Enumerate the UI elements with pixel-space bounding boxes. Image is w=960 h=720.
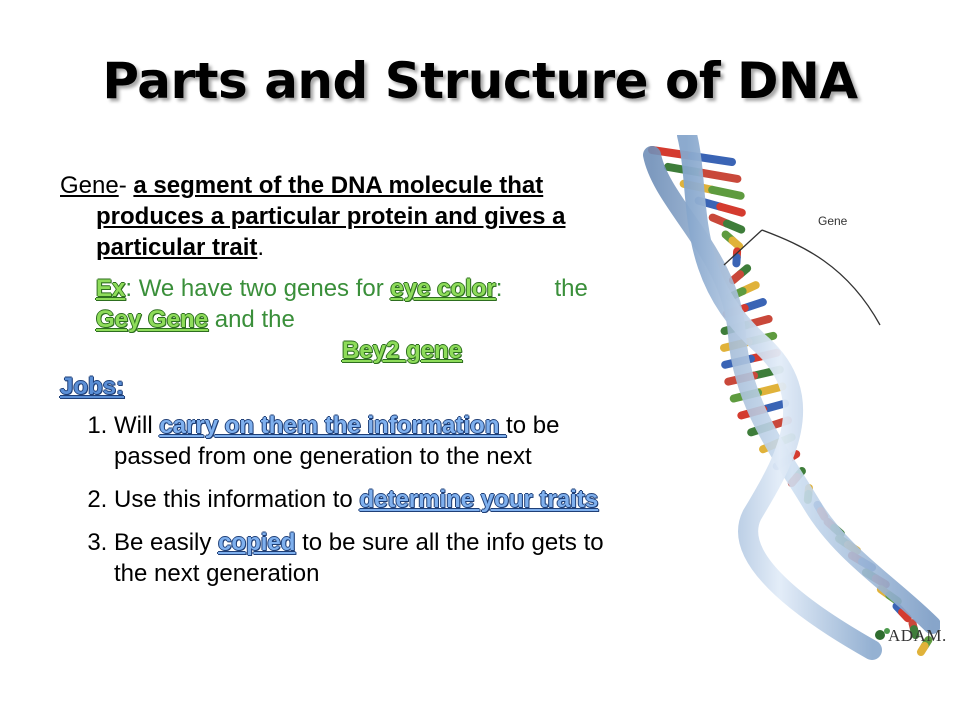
job-highlight: determine your traits bbox=[359, 486, 599, 513]
base-pair-half bbox=[754, 382, 787, 397]
ex-and-the: and the bbox=[208, 306, 295, 333]
ex-the: the bbox=[554, 275, 588, 302]
gene-definition-paragraph: Gene- a segment of the DNA molecule that… bbox=[60, 170, 620, 263]
job-text: to be passed from one generation to the … bbox=[114, 412, 560, 470]
bey2-gene-term: Bey2 gene bbox=[342, 337, 463, 364]
base-pair-half bbox=[698, 168, 742, 183]
eye-color-term: eye color bbox=[390, 275, 496, 302]
base-pair-half bbox=[909, 625, 920, 640]
list-item: Use this information to determine your t… bbox=[114, 484, 620, 515]
job-highlight: carry on them the information bbox=[159, 412, 507, 439]
gey-gene-term: Gey Gene bbox=[96, 306, 209, 333]
ex-colon: : bbox=[495, 275, 503, 302]
example-line-1: Ex: We have two genes for eye color:the … bbox=[96, 273, 620, 335]
adam-logo-icon bbox=[875, 628, 890, 640]
example-block: Ex: We have two genes for eye color:the … bbox=[96, 273, 620, 367]
base-pair-half bbox=[722, 219, 746, 234]
gene-period: . bbox=[257, 234, 265, 261]
image-credit: ADAM. bbox=[888, 626, 947, 645]
gene-dash: - bbox=[118, 172, 134, 199]
gene-term: Gene bbox=[60, 172, 119, 199]
base-pair-half bbox=[916, 642, 929, 656]
dna-helix-illustration: Gene bbox=[643, 135, 940, 660]
job-text: to be sure all the info gets to the next… bbox=[114, 529, 604, 587]
gene-definition: a segment of the DNA molecule that produ… bbox=[96, 172, 566, 261]
content-area: Gene- a segment of the DNA molecule that… bbox=[60, 170, 620, 601]
ex-text: : We have two genes for bbox=[125, 275, 391, 302]
slide-title: Parts and Structure of DNA bbox=[102, 52, 858, 110]
base-pair-half bbox=[898, 608, 912, 623]
list-item: Be easily copied to be sure all the info… bbox=[114, 527, 620, 589]
helix-backbone-front bbox=[677, 135, 882, 660]
gene-bracket-line bbox=[723, 229, 881, 326]
gene-label: Gene bbox=[818, 214, 848, 228]
job-highlight: copied bbox=[218, 529, 296, 556]
list-item: Will carry on them the information to be… bbox=[114, 410, 620, 472]
base-pair-half bbox=[716, 202, 746, 217]
jobs-list: Will carry on them the information to be… bbox=[60, 410, 620, 589]
base-pair-half bbox=[728, 236, 744, 251]
jobs-heading: Jobs: bbox=[60, 373, 125, 400]
job-text: Use this information to bbox=[114, 486, 360, 513]
base-pair-half bbox=[728, 270, 745, 285]
job-text: Will bbox=[114, 412, 160, 439]
base-pair-half bbox=[708, 185, 745, 200]
job-text: Be easily bbox=[114, 529, 219, 556]
ex-label: Ex bbox=[96, 275, 126, 302]
